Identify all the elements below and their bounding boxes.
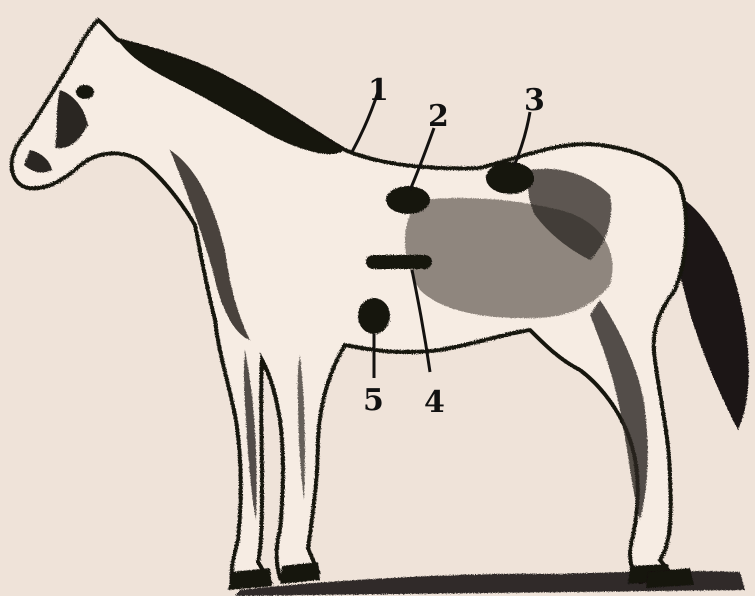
label-2: 2 [428, 99, 449, 134]
label-4: 4 [424, 385, 445, 420]
label-5: 5 [363, 383, 384, 418]
spot-2 [386, 186, 430, 214]
label-1: 1 [368, 73, 389, 108]
spot-5 [358, 298, 390, 334]
label-3: 3 [524, 83, 545, 118]
spot-4 [366, 255, 432, 269]
spot-3 [486, 162, 534, 194]
